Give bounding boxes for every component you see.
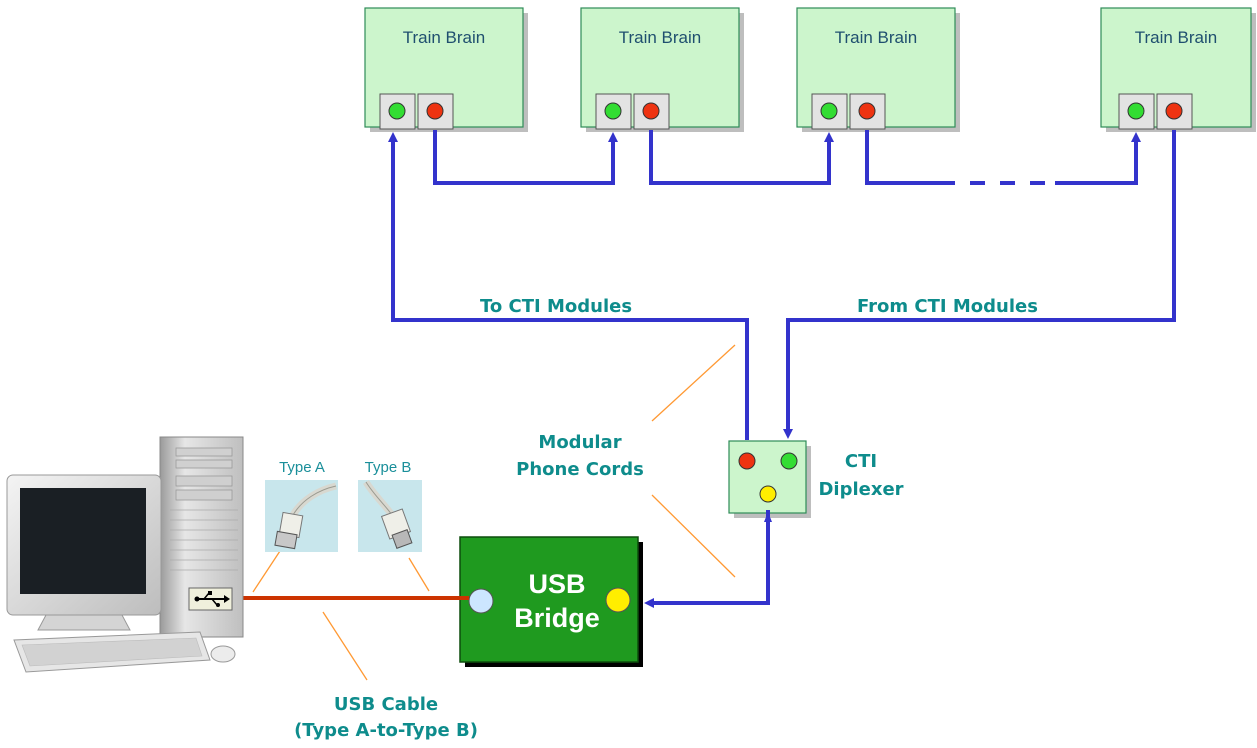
callout-lines [252, 344, 736, 681]
train-brain-title: Train Brain [834, 28, 918, 47]
red-led-icon [426, 102, 444, 120]
cti-diplexer [728, 440, 811, 518]
from-cti-wire [783, 130, 1176, 439]
train-brain-4 [1100, 7, 1256, 132]
red-led-icon [1165, 102, 1183, 120]
train-brain-title: Train Brain [402, 28, 486, 47]
green-led-icon [780, 452, 798, 470]
usb-bridge-label-line2: Bridge [514, 603, 600, 633]
to-cti-wire [388, 132, 749, 440]
usb-type-b-plug-icon [358, 480, 422, 552]
red-led-icon [858, 102, 876, 120]
light-blue-port-icon [468, 588, 494, 614]
yellow-port-icon [605, 587, 631, 613]
usb-symbol-icon [188, 587, 233, 611]
cti-diplexer-label-line2: Diplexer [818, 479, 904, 500]
green-led-icon [604, 102, 622, 120]
train-brain-title: Train Brain [1134, 28, 1218, 47]
train-brain-3 [796, 7, 960, 132]
type-a-label: Type A [279, 459, 325, 476]
computer-icon [6, 436, 244, 673]
green-led-icon [388, 102, 406, 120]
train-brain-title: Train Brain [618, 28, 702, 47]
modular-cords-label-line1: Modular [538, 432, 622, 453]
diplexer-to-usb-wire [644, 510, 770, 608]
red-led-icon [642, 102, 660, 120]
cti-diplexer-label-line1: CTI [844, 451, 878, 472]
to-cti-modules-label: To CTI Modules [480, 296, 633, 317]
usb-bridge-label-line1: USB [528, 569, 586, 599]
from-cti-modules-label: From CTI Modules [857, 296, 1038, 317]
green-led-icon [1127, 102, 1145, 120]
yellow-led-icon [759, 485, 777, 503]
red-led-icon [738, 452, 756, 470]
usb-type-a-plug-icon [265, 480, 338, 552]
usb-bridge [459, 536, 643, 667]
green-led-icon [820, 102, 838, 120]
usb-cable-label-line1: USB Cable [333, 694, 439, 715]
train-brain-2 [580, 7, 744, 132]
type-b-label: Type B [364, 459, 412, 476]
modular-cords-label-line2: Phone Cords [516, 459, 644, 480]
usb-cable-label-line2: (Type A-to-Type B) [294, 720, 478, 741]
train-brain-1 [364, 7, 528, 132]
daisy-chain-wires [433, 130, 1141, 185]
